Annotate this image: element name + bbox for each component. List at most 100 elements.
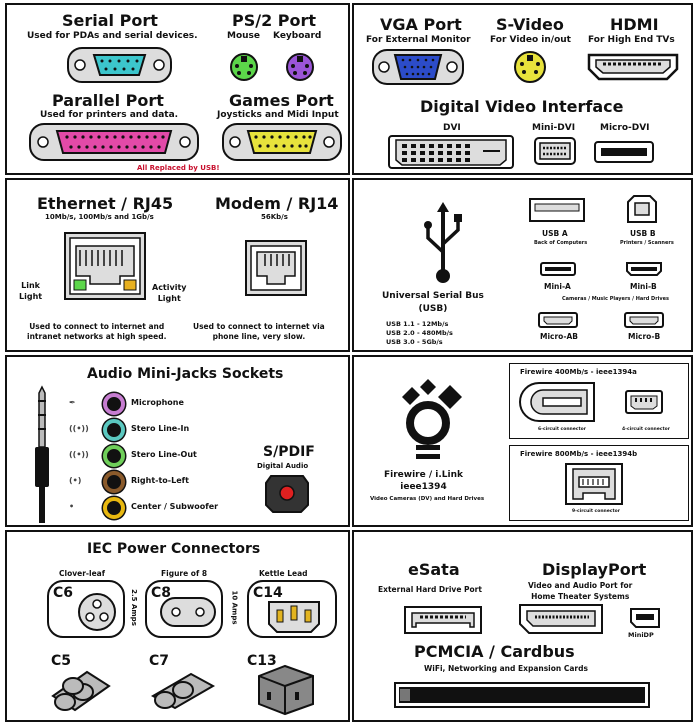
mini-a-label: Mini-A — [544, 282, 571, 291]
figure8-socket-icon — [160, 597, 216, 627]
esata-port-icon — [404, 606, 482, 634]
c6-socket: C6 — [47, 580, 125, 638]
micro-b-port-icon — [624, 312, 664, 328]
hdmi-title: HDMI — [610, 15, 659, 34]
serial-port-icon — [67, 47, 172, 83]
audio-symbol-icon: ((•)) — [69, 450, 89, 459]
pcmcia-slot-icon — [394, 682, 650, 708]
kettle-socket-icon — [268, 601, 320, 633]
esata-subtitle: External Hard Drive Port — [378, 585, 482, 594]
amps-10-label: 10 Amps — [230, 590, 239, 625]
audio-plug-icon — [35, 385, 49, 523]
svideo-title: S-Video — [496, 15, 564, 34]
c14-socket: C14 — [247, 580, 337, 638]
parallel-port-title: Parallel Port — [52, 91, 164, 110]
ps2-mouse-icon — [230, 53, 258, 81]
serial-port-subtitle: Used for PDAs and serial devices. — [27, 31, 198, 41]
mini-a-port-icon — [540, 262, 576, 276]
audio-jack-icon — [103, 419, 125, 441]
modem-title: Modem / RJ14 — [215, 194, 339, 213]
amps-25-label: 2.5 Amps — [129, 589, 138, 626]
usb-title: Universal Serial Bus (USB) — [382, 291, 484, 314]
spdif-port-icon — [265, 475, 309, 513]
usb-b-label: USB B — [630, 229, 656, 238]
modem-description: Used to connect to internet via phone li… — [193, 322, 325, 341]
cloverleaf-socket-icon — [78, 593, 116, 631]
audio-jack-label: Stero Line-In — [131, 424, 190, 433]
pcmcia-subtitle: WiFi, Networking and Expansion Cards — [424, 664, 588, 673]
usb-b-port-icon — [627, 195, 657, 223]
esata-title: eSata — [408, 560, 460, 579]
audio-jack-label: Microphone — [131, 398, 184, 407]
microdvi-label: Micro-DVI — [600, 123, 650, 133]
fw400-6pin-port-icon — [519, 382, 595, 422]
ps2-port-title: PS/2 Port — [232, 11, 317, 30]
displayport-subtitle: Video and Audio Port for Home Theater Sy… — [528, 581, 633, 601]
ethernet-subtitle: 10Mb/s, 100Mb/s and 1Gb/s — [45, 213, 154, 221]
fw800-title: Firewire 800Mb/s - ieee1394b — [520, 450, 638, 458]
c5-plug-icon — [51, 670, 111, 712]
audio-jack-icon — [103, 471, 125, 493]
c14-label: C14 — [253, 585, 283, 601]
ethernet-title: Ethernet / RJ45 — [37, 194, 174, 213]
ethernet-port-icon — [64, 232, 146, 300]
modem-port-icon — [245, 240, 307, 296]
mini-b-port-icon — [626, 262, 662, 276]
audio-jack-icon — [103, 497, 125, 519]
audio-jack-icon — [103, 393, 125, 415]
micro-ab-port-icon — [538, 312, 578, 328]
minidvi-label: Mini-DVI — [532, 123, 576, 133]
audio-jack-label: Stero Line-Out — [131, 450, 197, 459]
parallel-port-icon — [29, 123, 199, 161]
audio-jack-label: Right-to-Left — [131, 476, 189, 485]
audio-title: Audio Mini-Jacks Sockets — [87, 366, 284, 382]
cloverleaf-label: Clover-leaf — [59, 569, 105, 578]
dvi-label: DVI — [443, 123, 461, 133]
audio-jack-label: Center / Subwoofer — [131, 502, 219, 511]
games-port-title: Games Port — [229, 91, 334, 110]
panel-usb-ports: Universal Serial Bus (USB) USB 1.1 - 12M… — [352, 178, 693, 352]
audio-jack-icon — [103, 445, 125, 467]
audio-symbol-icon: ((•)) — [69, 424, 89, 433]
ps2-keyboard-icon — [286, 53, 314, 81]
fw400-title: Firewire 400Mb/s - ieee1394a — [520, 368, 637, 376]
iec-title: IEC Power Connectors — [87, 541, 261, 557]
dvi-port-icon — [388, 135, 514, 169]
ps2-keyboard-label: Keyboard — [273, 31, 322, 41]
usb-a-label: USB A — [542, 229, 568, 238]
mini-b-label: Mini-B — [630, 282, 657, 291]
spdif-title: S/PDIF — [263, 444, 315, 460]
serial-port-title: Serial Port — [62, 11, 158, 30]
games-port-icon — [222, 123, 342, 161]
link-light-label: Link Light — [19, 281, 43, 301]
activity-light-label: Activity Light — [152, 283, 187, 303]
dvi-heading: Digital Video Interface — [420, 97, 624, 116]
panel-iec-power: IEC Power Connectors Clover-leaf Figure … — [5, 530, 350, 722]
spdif-subtitle: Digital Audio — [257, 462, 309, 470]
fw800-9pin-port-icon — [565, 463, 623, 505]
firewire-logo-icon — [402, 379, 462, 459]
ps2-mouse-label: Mouse — [227, 31, 261, 41]
microdvi-port-icon — [594, 141, 654, 163]
hdmi-subtitle: For High End TVs — [588, 35, 675, 45]
c13-plug-icon — [258, 664, 314, 716]
micro-ab-label: Micro-AB — [540, 332, 578, 341]
usb-trident-icon — [424, 202, 462, 283]
fw800-box: Firewire 800Mb/s - ieee1394b 9-circuit c… — [509, 445, 689, 521]
c7-label: C7 — [149, 653, 170, 669]
audio-symbol-icon: • — [69, 502, 75, 511]
parallel-port-subtitle: Used for printers and data. — [40, 110, 179, 120]
displayport-icon — [519, 604, 603, 634]
panel-video-ports: VGA Port For External Monitor S-Video Fo… — [352, 3, 693, 175]
c7-plug-icon — [150, 672, 216, 710]
panel-network-ports: Ethernet / RJ45 10Mb/s, 100Mb/s and 1Gb/… — [5, 178, 350, 352]
replaced-by-usb-note: All Replaced by USB! — [137, 164, 220, 172]
micro-b-label: Micro-B — [628, 332, 661, 341]
minidp-label: MiniDP — [628, 631, 654, 639]
c8-label: C8 — [151, 585, 172, 601]
hdmi-port-icon — [587, 53, 679, 81]
ethernet-description: Used to connect to internet and intranet… — [27, 322, 167, 341]
audio-symbol-icon: (•) — [69, 476, 82, 485]
firewire-subtitle: Video Cameras (DV) and Hard Drives — [370, 496, 485, 502]
usb-a-port-icon — [529, 198, 585, 222]
